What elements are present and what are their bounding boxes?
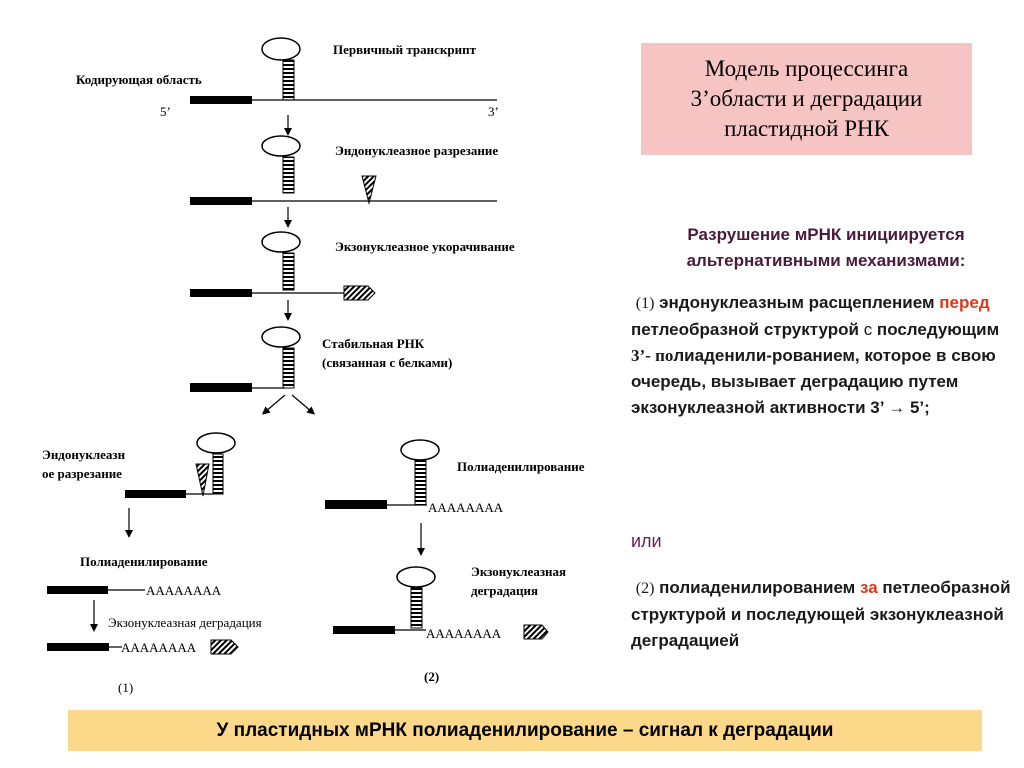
mechanism-1: (1) эндонуклеазным расщеплением перед пе…: [631, 290, 1016, 421]
polyadenylation-label: Полиаденилирование: [457, 459, 585, 474]
stable-rna-sublabel: (связанная с белками): [322, 355, 452, 370]
stem-loop-head: [261, 37, 301, 61]
coding-region-bar: [47, 586, 108, 594]
exo-degradation-label-cont: деградация: [471, 583, 538, 598]
exo-shortening-label: Экзонуклеазное укорачивание: [335, 239, 515, 254]
title-line: 3’области и деградации: [690, 86, 923, 111]
mechanism-1-text: петлеобразной структурой: [631, 320, 859, 339]
mechanism-1-number: (1): [635, 295, 655, 312]
mechanism-1-highlight: перед: [939, 293, 990, 312]
conclusion-banner: У пластидных мРНК полиаденилирование – с…: [68, 710, 982, 751]
mechanism-1-text: 3’- по: [631, 346, 674, 365]
polya-tail: AAAAAAAA: [428, 500, 504, 515]
endo-cleavage-label: Эндонуклеазное разрезание: [335, 143, 498, 158]
stem-loop-stem: [282, 347, 295, 389]
mechanism-2: (2) полиаденилированием за петлеобразной…: [631, 575, 1016, 654]
coding-region-bar: [47, 643, 109, 651]
exonuclease-marker: [343, 285, 376, 301]
exo-degradation-label: Экзонуклеазная деградация: [108, 615, 262, 630]
mechanism-1-text: с: [863, 320, 873, 339]
five-prime-label: 5’: [160, 104, 171, 119]
stem-loop-head: [400, 439, 440, 461]
branch-arrow-right: [291, 394, 316, 415]
mechanism-2-number: (2): [635, 580, 655, 597]
mechanism-1-text: последующим: [876, 320, 1000, 339]
primary-transcript-label: Первичный транскрипт: [333, 42, 477, 57]
polya-tail: AAAAAAAA: [426, 626, 502, 641]
mechanism-2-text: петлеобразной структурой и последующей э…: [631, 578, 1011, 650]
coding-region-bar: [325, 500, 387, 509]
stage-stable-rna: Стабильная РНК (связанная с белками): [190, 326, 452, 392]
polyadenylation-label: Полиаденилирование: [80, 554, 208, 569]
coding-region-bar: [190, 197, 252, 205]
stage-endo-cleavage: Эндонуклеазное разрезание: [190, 135, 498, 205]
coding-region-bar: [333, 626, 395, 634]
intro-line: Разрушение мРНК инициируется: [687, 225, 965, 244]
coding-region-bar: [190, 96, 252, 104]
three-prime-label: 3’: [488, 104, 499, 119]
title-box: Модель процессинга 3’области и деградаци…: [641, 43, 972, 155]
path-1-label: (1): [118, 680, 133, 695]
polya-tail: AAAAAAAA: [146, 583, 222, 598]
pathway-1: Эндонуклеазн ое разрезание Полиаденилиро…: [42, 432, 262, 695]
polya-tail: AAAAAAAA: [121, 640, 197, 655]
left-endo-label-cont: ое разрезание: [42, 466, 122, 481]
mechanism-1-text: лиаденили-рованием, которое в свою очере…: [631, 346, 996, 417]
conclusion-text: У пластидных мРНК полиаденилирование – с…: [216, 719, 834, 741]
stage-primary-transcript: Первичный транскрипт Кодирующая область …: [76, 37, 499, 119]
stem-loop-stem: [410, 587, 423, 629]
mechanism-2-highlight: за: [859, 578, 878, 597]
stem-loop-head: [261, 231, 301, 253]
branch-arrow-left: [261, 394, 286, 415]
stem-loop-head: [261, 326, 301, 348]
exonuclease-marker: [210, 639, 239, 655]
mechanism-2-text: полиаденилированием: [659, 578, 856, 597]
endonuclease-cut-marker: [361, 175, 377, 205]
path-2-label: (2): [424, 669, 439, 684]
intro-line: альтернативными механизмами:: [686, 251, 966, 270]
coding-region-bar: [125, 490, 186, 498]
coding-region-bar: [190, 289, 252, 297]
intro-text: Разрушение мРНК инициируется альтернатив…: [630, 222, 1022, 274]
stem-loop-stem: [282, 252, 295, 291]
stem-loop-head: [196, 432, 236, 454]
coding-region-label: Кодирующая область: [76, 72, 202, 87]
coding-region-bar: [190, 383, 252, 392]
stem-loop-stem: [282, 156, 295, 194]
stable-rna-label: Стабильная РНК: [322, 336, 425, 351]
stem-loop-head: [261, 135, 301, 157]
stem-loop-stem: [414, 460, 427, 506]
endonuclease-cut-marker: [195, 463, 210, 497]
or-connector: или: [631, 531, 662, 551]
slide-title: Модель процессинга 3’области и деградаци…: [691, 54, 923, 144]
exonuclease-marker: [523, 624, 549, 640]
stem-loop-head: [396, 566, 436, 588]
left-endo-label: Эндонуклеазн: [42, 447, 126, 462]
title-line: Модель процессинга: [704, 56, 909, 81]
pathway-2: Полиаденилирование AAAAAAAA Экзонуклеазн…: [325, 439, 585, 684]
stem-loop-stem: [282, 59, 295, 101]
stage-exo-shortening: Экзонуклеазное укорачивание: [190, 231, 515, 301]
exo-degradation-label: Экзонуклеазная: [471, 564, 566, 579]
title-line: пластидной РНК: [724, 116, 889, 141]
mechanism-1-text: эндонуклеазным расщеплением: [659, 293, 935, 312]
stem-loop-stem: [212, 453, 224, 495]
